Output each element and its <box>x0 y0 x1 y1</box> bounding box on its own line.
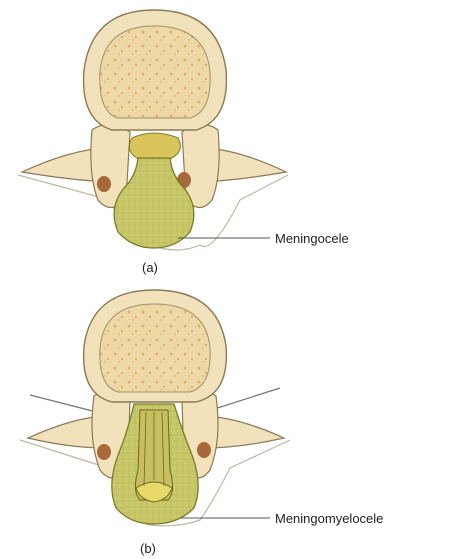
cancellous-bone-a <box>100 26 210 118</box>
cancellous-bone-b <box>100 304 210 392</box>
nerve-root-left-b <box>97 444 111 460</box>
label-meningomyelocele: Meningomyelocele <box>275 511 383 526</box>
caption-b: (b) <box>140 541 156 556</box>
spinal-cord-a <box>129 133 180 160</box>
nerve-root-left-a <box>97 176 111 192</box>
panel-a: Meningocele (a) <box>18 10 349 275</box>
nerve-root-right-b <box>197 442 211 458</box>
caption-a: (a) <box>142 260 158 275</box>
label-meningocele: Meningocele <box>275 231 349 246</box>
panel-b: Meningomyelocele (b) <box>20 290 383 556</box>
